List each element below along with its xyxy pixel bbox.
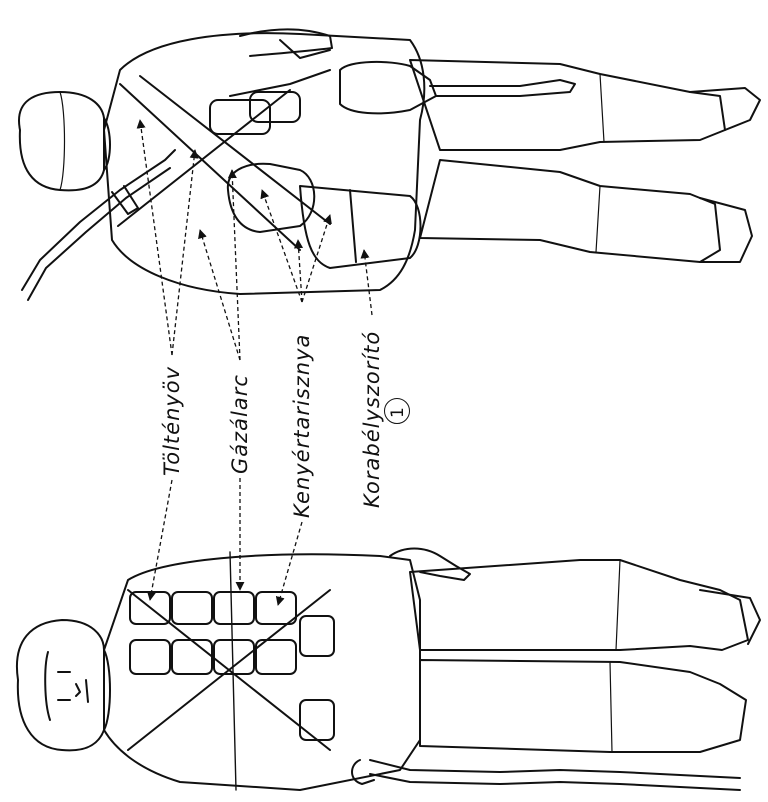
face xyxy=(45,652,88,720)
soldier-rear-view xyxy=(19,29,760,300)
legs-front xyxy=(410,560,748,650)
figure-number: 1 xyxy=(388,407,408,418)
legs-rear xyxy=(410,60,725,150)
bread-bag xyxy=(300,186,421,268)
label-bread-bag: Kenyértarisznya xyxy=(290,334,314,518)
torso-front xyxy=(104,554,420,790)
label-gas-mask: Gázálarc xyxy=(228,374,252,474)
label-cartridge-belt: Töltényöv xyxy=(160,366,184,476)
label-collar-clamp: Korabélyszorító xyxy=(360,331,384,508)
helmet-rear xyxy=(19,92,104,190)
helmet-front xyxy=(17,620,104,750)
soldier-front-view xyxy=(17,549,760,791)
rifle-lower xyxy=(370,760,740,778)
leader-arrows xyxy=(140,120,372,605)
